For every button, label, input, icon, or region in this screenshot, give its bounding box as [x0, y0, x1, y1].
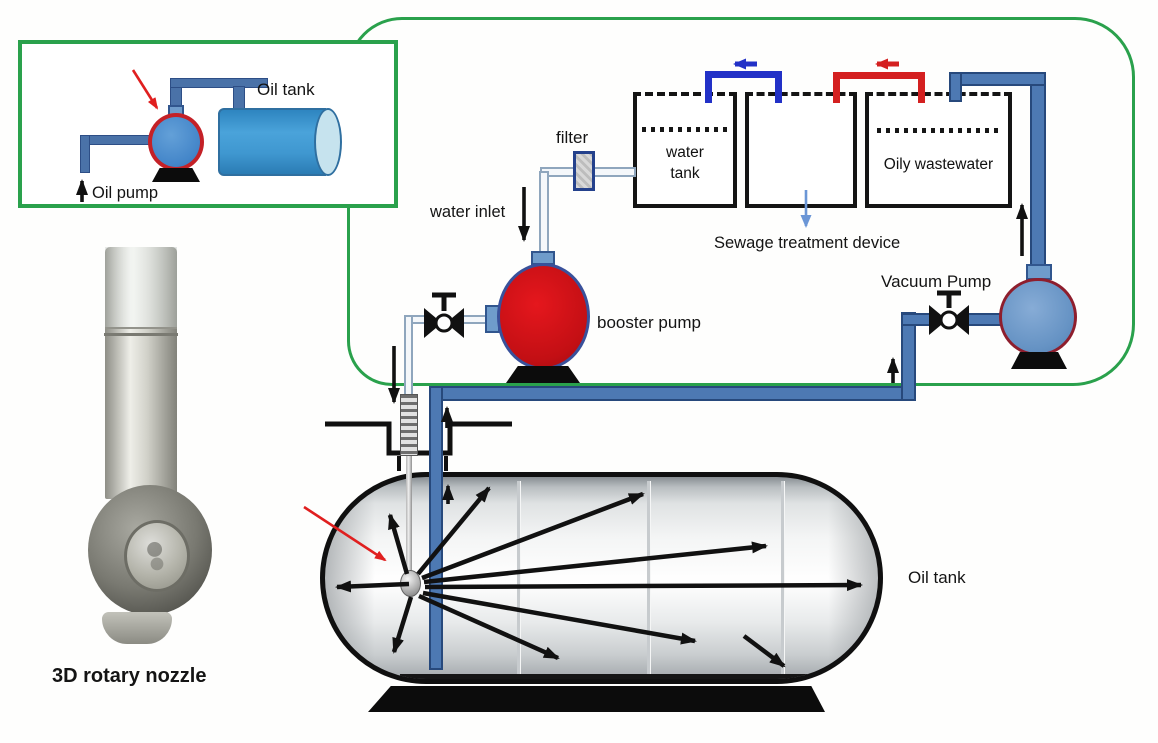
tank-seam-3	[781, 481, 784, 675]
inset-oil-tank-endcap	[314, 108, 342, 176]
tank-pedestal	[368, 686, 825, 712]
vacuum-discharge-riser	[1030, 72, 1046, 272]
nozzle-photo-shaft-top	[105, 247, 177, 329]
nozzle-photo-caption: 3D rotary nozzle	[52, 665, 207, 687]
main-pipe-horizontal-run	[429, 386, 916, 401]
vacuum-discharge-top-run	[949, 72, 1046, 86]
tank-floor-bar	[400, 674, 847, 679]
filter-device	[573, 151, 595, 191]
nozzle-stem-in-tank	[406, 456, 412, 572]
inset-pipe-top-horizontal	[170, 78, 268, 88]
vacuum-line-right-segment	[966, 313, 1003, 326]
inset-pipe-tank-stub	[233, 86, 245, 110]
treatment-middle-box	[745, 92, 857, 208]
oily-wastewater-label: Oily wastewater	[883, 156, 994, 173]
vacuum-line-left-segment	[901, 313, 932, 326]
main-oil-tank-label: Oil tank	[908, 568, 966, 587]
inset-pipe-left-vertical	[80, 135, 90, 173]
water-inlet-label: water inlet	[430, 203, 506, 221]
vacuum-pump-body	[999, 278, 1077, 356]
water-tank-waterline-dots	[642, 127, 731, 132]
filter-line-vertical	[539, 171, 549, 255]
nozzle-feed-coupling	[400, 394, 418, 456]
water-tank-box: water tank	[633, 92, 737, 208]
tank-seam-2	[647, 481, 650, 675]
transfer-pipe-blue	[705, 71, 782, 103]
nozzle-photo	[70, 243, 245, 673]
vacuum-discharge-box-stub	[949, 72, 962, 102]
sewage-device-label: Sewage treatment device	[714, 234, 901, 252]
transfer-pipe-red	[833, 72, 925, 103]
tank-seam-1	[517, 481, 520, 675]
booster-pump-body	[497, 263, 590, 370]
main-pipe-tank-downcomer	[429, 386, 443, 670]
nozzle-photo-foot	[102, 612, 172, 644]
valve-line-right	[458, 315, 488, 324]
booster-pump-base	[506, 366, 580, 383]
vacuum-pump-label: Vacuum Pump	[881, 272, 992, 291]
inset-oil-pump-panel: Oil tank Oil pump	[18, 40, 398, 208]
tank-hatch-outline	[325, 421, 512, 456]
rotary-nozzle-head	[400, 570, 421, 597]
inset-oil-pump-label: Oil pump	[92, 184, 159, 202]
vacuum-pump-base	[1011, 352, 1067, 369]
nozzle-photo-head-boss	[124, 520, 190, 592]
nozzle-photo-joint-ring	[104, 333, 178, 336]
oily-wastewater-waterline-dots	[877, 128, 1003, 133]
nozzle-feed-vertical	[404, 315, 413, 399]
water-tank-label: water tank	[666, 144, 704, 182]
filter-label: filter	[556, 128, 589, 147]
oily-wastewater-box: Oily wastewater	[865, 92, 1012, 208]
inset-oil-tank-body	[218, 108, 326, 176]
inset-pipe-left-horizontal	[80, 135, 152, 145]
inset-pump-base	[152, 168, 200, 182]
booster-pump-label: booster pump	[597, 313, 701, 332]
inset-oil-pump-body	[148, 113, 204, 171]
inset-oil-tank-label: Oil tank	[257, 80, 315, 99]
